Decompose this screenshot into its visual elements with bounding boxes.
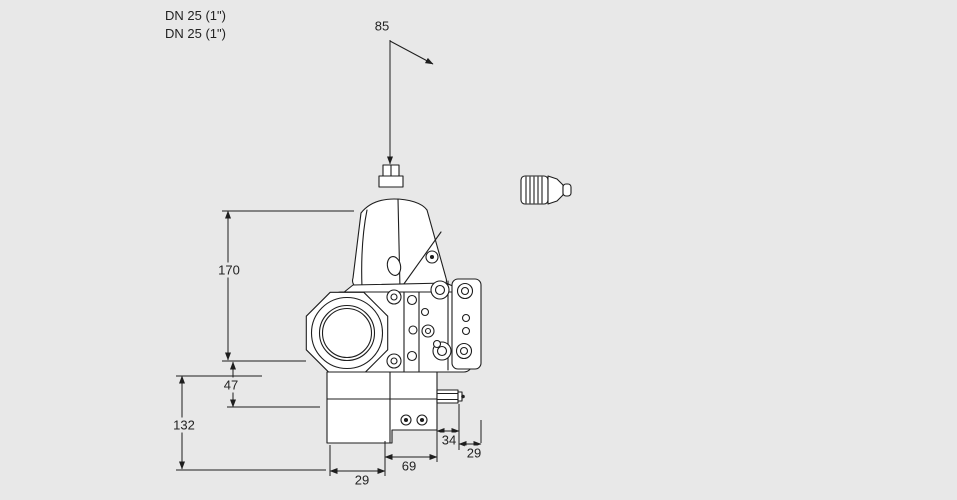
side-port (436, 389, 459, 404)
dn-label-top: DN 25 (1") (165, 8, 226, 23)
test-nipple-drawing (520, 175, 572, 205)
gas-valve-drawing (305, 164, 572, 444)
dn-label-bottom: DN 25 (1") (165, 26, 226, 41)
threaded-bore (310, 296, 384, 370)
nipple-tip (562, 183, 572, 197)
dim-47: 47 (221, 377, 241, 393)
dim-34: 34 (439, 432, 459, 448)
bottom-block-drawing (326, 371, 465, 444)
lower-block (326, 371, 438, 444)
dim-29-bottom: 29 (352, 472, 372, 488)
actuator-collar (378, 175, 404, 188)
dim-132: 132 (171, 417, 197, 433)
actuator-drawing (337, 164, 469, 298)
dim-69: 69 (399, 458, 419, 474)
dimension-lines (176, 40, 482, 476)
dim-170: 170 (216, 262, 242, 278)
inlet-flange-drawing (305, 291, 389, 375)
dim-29-right: 29 (464, 445, 484, 461)
dim-85: 85 (372, 18, 392, 34)
